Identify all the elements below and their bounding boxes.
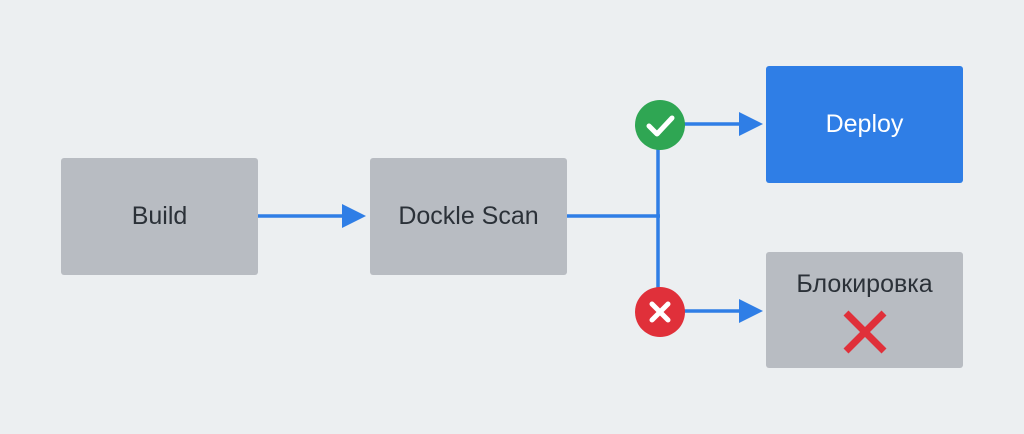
deploy-node: Deploy	[766, 66, 963, 183]
red-x-icon	[843, 310, 886, 354]
x-icon	[649, 301, 671, 323]
dockle-scan-label: Dockle Scan	[398, 202, 539, 230]
block-node: Блокировка	[766, 252, 963, 368]
block-label: Блокировка	[796, 270, 933, 298]
build-label: Build	[131, 202, 188, 230]
arrow-pass-to-deploy	[683, 112, 763, 136]
checkmark-icon	[646, 115, 675, 137]
arrow-fail-to-block	[683, 299, 763, 323]
deploy-label: Deploy	[825, 110, 904, 138]
dockle-scan-node: Dockle Scan	[370, 158, 567, 275]
pass-badge	[635, 100, 685, 150]
arrow-build-to-scan	[258, 204, 366, 228]
build-node: Build	[61, 158, 258, 275]
fail-badge	[635, 287, 685, 337]
